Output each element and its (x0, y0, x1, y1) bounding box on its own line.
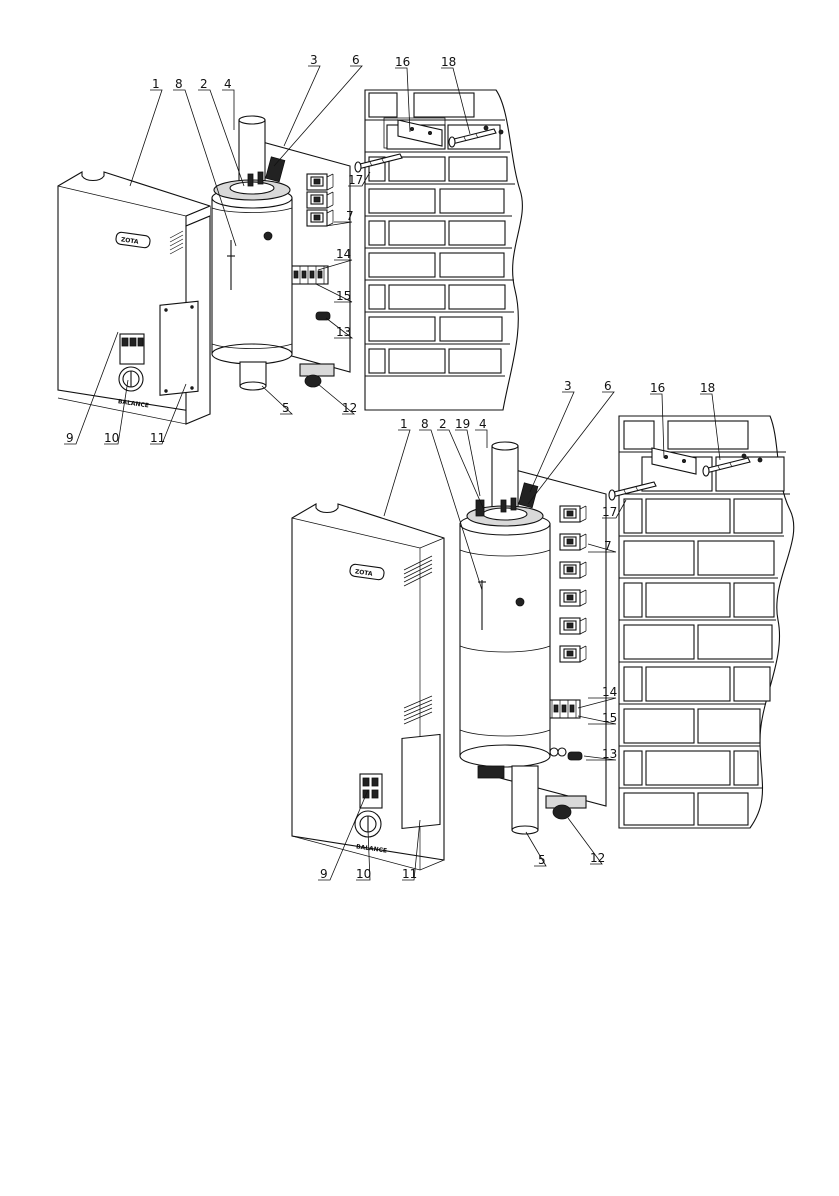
callout-4-lower: 4 (479, 417, 487, 431)
bottom-assembly: ZOTA BALANCE (291, 415, 795, 871)
brand-logo-lower: ZOTA (354, 568, 373, 577)
callout-15: 15 (336, 289, 351, 303)
callout-10: 10 (104, 431, 119, 445)
callout-5-lower: 5 (538, 853, 546, 867)
callout-12-lower: 12 (590, 851, 605, 865)
callout-8-lower: 8 (421, 417, 429, 431)
callout-18-lower: 18 (700, 381, 715, 395)
heater-tank-lower (459, 441, 587, 835)
brick-wall-lower (618, 415, 795, 829)
callout-13-lower: 13 (602, 747, 617, 761)
callout-16: 16 (395, 55, 410, 69)
callout-19-lower: 19 (455, 417, 470, 431)
callout-14: 14 (336, 247, 351, 261)
callout-4: 4 (224, 77, 232, 91)
callout-2-lower: 2 (439, 417, 447, 431)
callout-7-lower: 7 (604, 539, 612, 553)
callout-3: 3 (310, 53, 318, 67)
top-assembly (57, 89, 523, 425)
callout-13: 13 (336, 325, 351, 339)
callout-6-lower: 6 (604, 379, 612, 393)
callouts-top: 1 8 2 4 3 6 16 18 17 7 14 15 13 5 12 9 1… (66, 53, 456, 445)
callout-6: 6 (352, 53, 360, 67)
callout-14-lower: 14 (602, 685, 617, 699)
callout-1-lower: 1 (400, 417, 408, 431)
callout-18: 18 (441, 55, 456, 69)
callout-2: 2 (200, 77, 208, 91)
callout-5: 5 (282, 401, 290, 415)
callout-16-lower: 16 (650, 381, 665, 395)
leader-lines (64, 65, 721, 881)
callout-11: 11 (150, 431, 165, 445)
callout-9: 9 (66, 431, 74, 445)
callout-15-lower: 15 (602, 711, 617, 725)
panel-label-lower: BALANCE (356, 843, 388, 854)
callouts-bottom: 1 8 2 19 4 3 6 16 18 17 7 14 15 13 5 12 … (320, 379, 715, 881)
callout-9-lower: 9 (320, 867, 328, 881)
heater-tank (211, 115, 335, 391)
callout-10-lower: 10 (356, 867, 371, 881)
callout-12: 12 (342, 401, 357, 415)
callout-17-lower: 17 (602, 505, 617, 519)
callout-11-lower: 11 (402, 867, 417, 881)
brick-wall (364, 89, 523, 411)
callout-17: 17 (348, 173, 363, 187)
callout-8: 8 (175, 77, 183, 91)
callout-7: 7 (346, 209, 354, 223)
callout-3-lower: 3 (564, 379, 572, 393)
callout-1: 1 (152, 77, 160, 91)
